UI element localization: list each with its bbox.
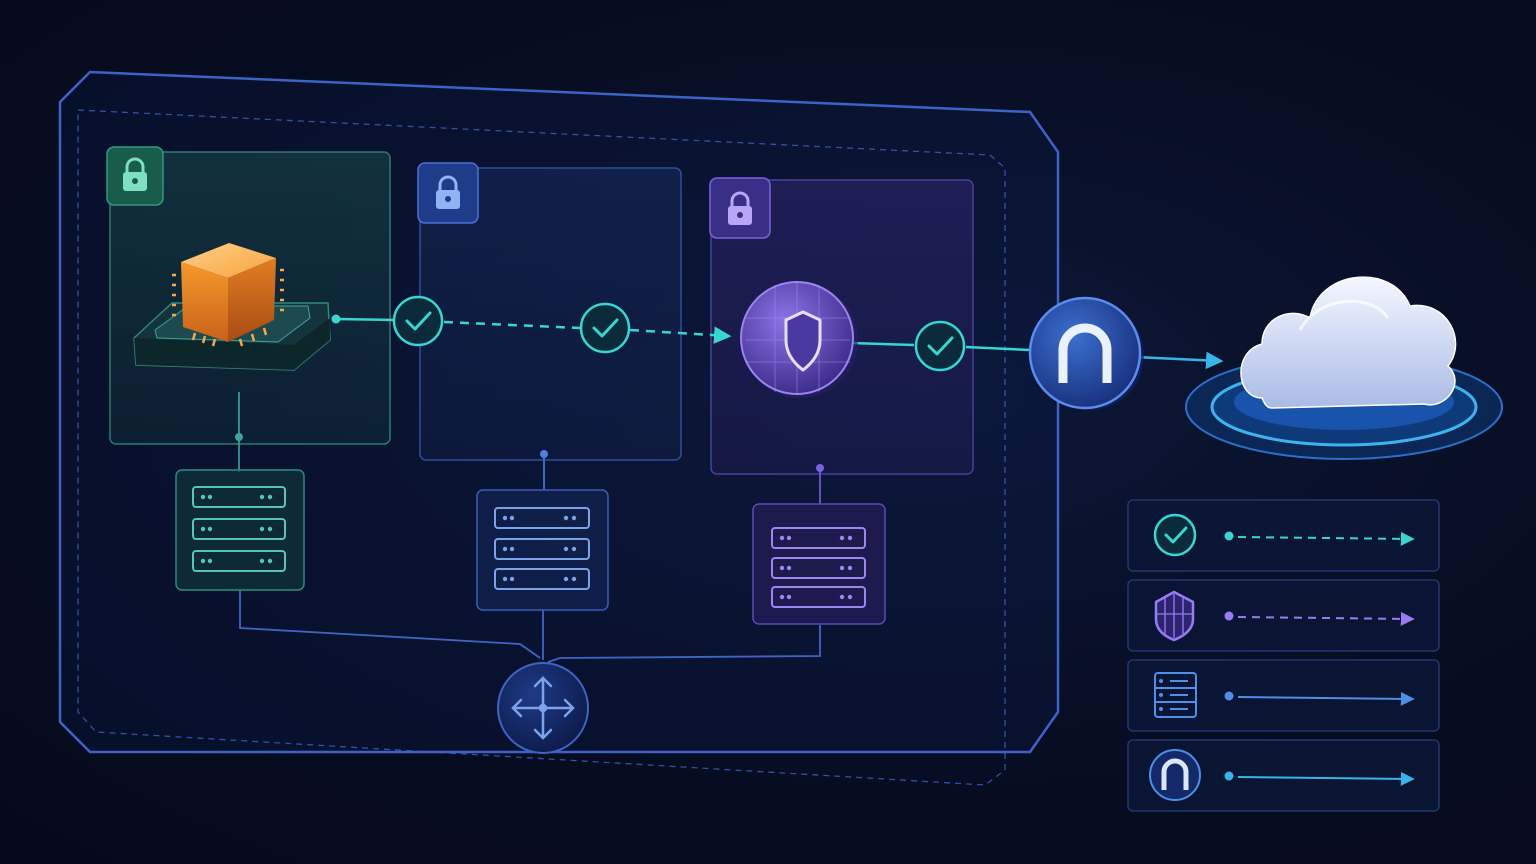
- flow-path: [331, 314, 1224, 370]
- server-icon: [192, 486, 286, 572]
- router-bus: [239, 590, 821, 663]
- checkpoint-1: [392, 295, 444, 347]
- legend-line-gateway: [1237, 771, 1415, 786]
- check-icon: [927, 336, 954, 356]
- legend-row-server: [1127, 659, 1440, 732]
- shield-node: [740, 281, 858, 398]
- router-node: [497, 662, 589, 754]
- server-stack-teal: [175, 469, 305, 591]
- lock-icon: [709, 177, 771, 239]
- legend-line-shield: [1237, 611, 1415, 626]
- legend-line-check: [1237, 531, 1415, 546]
- legend-row-shield: [1127, 579, 1440, 652]
- check-icon: [405, 311, 432, 331]
- server-stack-purple: [752, 503, 886, 625]
- gateway-icon: [1058, 323, 1112, 383]
- router-arrows-icon: [511, 676, 575, 740]
- gateway-node: [1028, 296, 1144, 410]
- cube-icon: [172, 243, 284, 347]
- server-stack-blue: [476, 489, 609, 611]
- lock-icon: [417, 162, 479, 224]
- cloud-node: [1185, 276, 1503, 460]
- server-icon: [771, 527, 866, 608]
- gateway-icon: [1161, 758, 1189, 790]
- legend-line-server: [1237, 691, 1415, 706]
- secure-zone-blue: [417, 162, 682, 461]
- legend-row-gateway: [1127, 739, 1440, 812]
- check-icon: [592, 318, 619, 338]
- checkpoint-2: [579, 302, 631, 354]
- zone-server-links: [235, 392, 824, 504]
- lock-icon: [106, 146, 164, 206]
- server-icon: [494, 507, 590, 590]
- legend: [1127, 499, 1440, 812]
- checkpoint-3: [914, 320, 966, 372]
- chip-node: [133, 243, 331, 371]
- server-icon: [1154, 672, 1197, 718]
- check-icon: [1164, 526, 1188, 544]
- shield-icon: [784, 310, 822, 372]
- cloud-icon: [1240, 276, 1457, 409]
- legend-row-check: [1127, 499, 1440, 572]
